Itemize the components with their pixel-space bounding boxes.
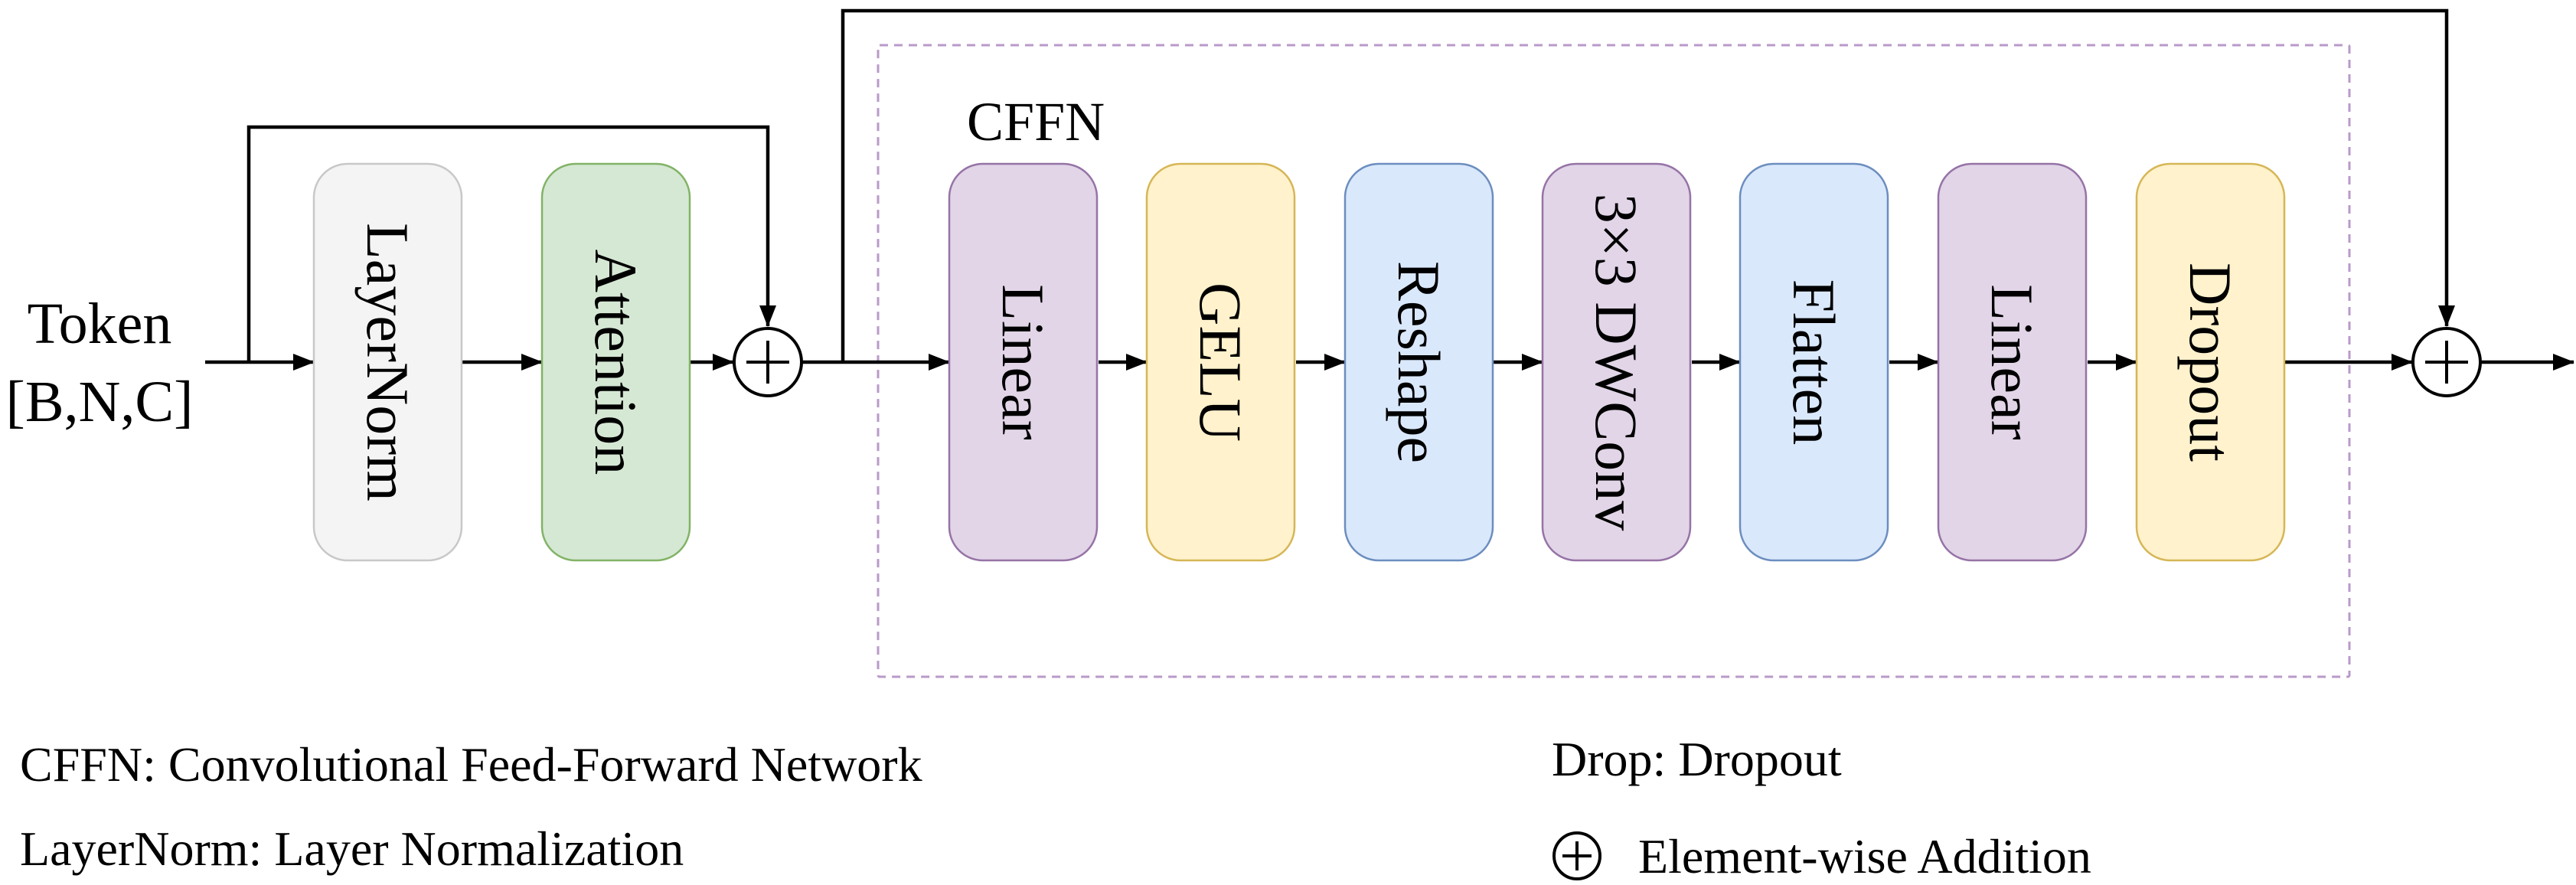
legend-cffn: CFFN: Convolutional Feed-Forward Network bbox=[20, 737, 922, 792]
block-linear-2: Linear bbox=[1937, 162, 2088, 562]
addition-node-1 bbox=[733, 327, 803, 397]
legend-drop: Drop: Dropout bbox=[1552, 732, 1842, 786]
block-attention-label: Attention bbox=[583, 250, 649, 475]
block-flatten-box bbox=[1739, 162, 1889, 562]
block-dropout: Dropout bbox=[2135, 162, 2286, 562]
legend-layernorm: LayerNorm: Layer Normalization bbox=[20, 821, 684, 876]
legend-addition-symbol-icon bbox=[1552, 831, 1601, 880]
blocks-group: LayerNorm Attention Linear GELU Reshape 3×3 D… bbox=[312, 162, 2286, 562]
block-dwconv-label: 3×3 DWConv bbox=[1583, 194, 1650, 531]
block-attention: Attention bbox=[540, 162, 691, 562]
block-reshape-label: Reshape bbox=[1386, 261, 1452, 463]
block-gelu-label: GELU bbox=[1187, 282, 1254, 442]
wire-residual-skip-1 bbox=[246, 125, 776, 362]
block-flatten: Flatten bbox=[1739, 162, 1889, 562]
legend-addition: Element-wise Addition bbox=[1638, 829, 2091, 883]
block-flatten-label: Flatten bbox=[1781, 279, 1847, 446]
input-token-label: Token bbox=[28, 292, 172, 356]
block-reshape: Reshape bbox=[1344, 162, 1494, 562]
wire-residual-skip-2 bbox=[841, 8, 2455, 362]
block-layernorm-label: LayerNorm bbox=[354, 223, 421, 501]
block-linear-2-box bbox=[1937, 162, 2088, 562]
block-linear-1: Linear bbox=[948, 162, 1099, 562]
legend: CFFN: Convolutional Feed-Forward Network… bbox=[20, 732, 2091, 883]
block-gelu: GELU bbox=[1145, 162, 1296, 562]
block-gelu-box bbox=[1145, 162, 1296, 562]
cffn-group-label: CFFN bbox=[967, 91, 1105, 152]
input-shape-label: [B,N,C] bbox=[6, 370, 194, 434]
block-layernorm: LayerNorm bbox=[312, 162, 463, 562]
block-dropout-label: Dropout bbox=[2177, 263, 2244, 462]
block-reshape-box bbox=[1344, 162, 1494, 562]
wires bbox=[205, 8, 2574, 371]
block-linear-2-label: Linear bbox=[1979, 284, 2045, 440]
block-linear-1-box bbox=[948, 162, 1099, 562]
block-attention-box bbox=[540, 162, 691, 562]
block-layernorm-box bbox=[312, 162, 463, 562]
block-linear-1-label: Linear bbox=[990, 284, 1056, 440]
block-dwconv: 3×3 DWConv bbox=[1541, 162, 1692, 562]
block-dwconv-box bbox=[1541, 162, 1692, 562]
block-dropout-box bbox=[2135, 162, 2286, 562]
addition-node-2 bbox=[2411, 327, 2482, 397]
